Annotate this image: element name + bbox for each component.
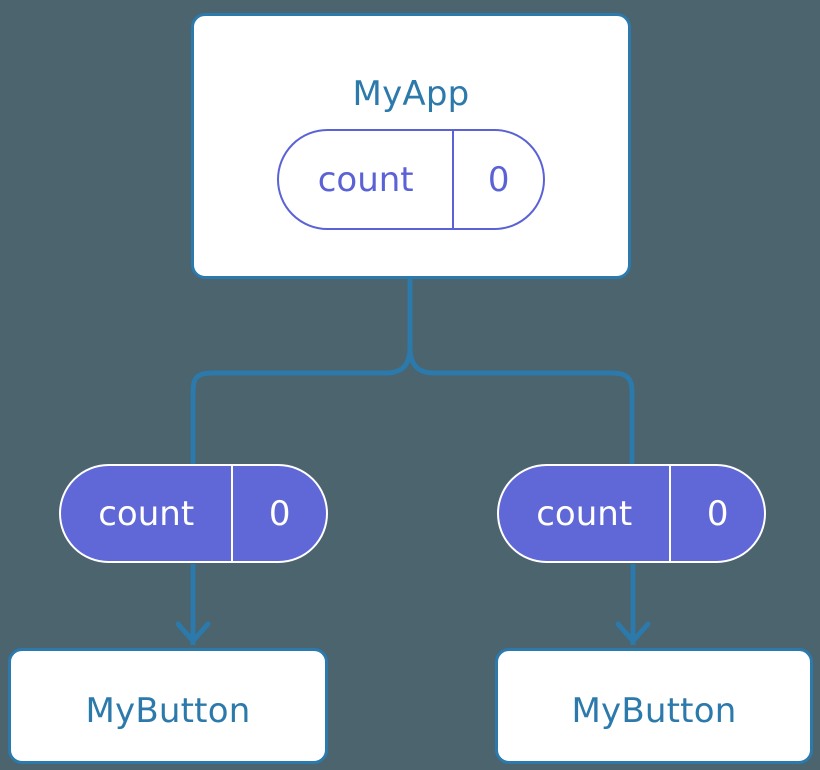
state-value-consumer-left: 0 [231, 466, 326, 561]
state-pill-consumer-right[interactable]: count 0 [497, 464, 766, 563]
arrow-left-head-icon [175, 621, 211, 644]
state-key-root: count [317, 159, 414, 200]
component-title-mybutton-left: MyButton [85, 691, 251, 731]
state-key-consumer-right: count [536, 493, 633, 534]
state-value-consumer-right: 0 [669, 466, 764, 561]
state-value-root: 0 [452, 131, 543, 228]
arrow-right-head-icon [615, 621, 651, 644]
component-box-mybutton-left[interactable]: MyButton [8, 648, 328, 764]
component-title-mybutton-right: MyButton [571, 691, 737, 731]
state-pill-consumer-left[interactable]: count 0 [59, 464, 328, 563]
component-box-mybutton-right[interactable]: MyButton [495, 648, 813, 764]
component-title-myapp: MyApp [352, 74, 470, 114]
state-key-consumer-left: count [98, 493, 195, 534]
connector-branch-right [407, 346, 635, 466]
state-pill-root[interactable]: count 0 [277, 129, 545, 230]
connector-branch-left [190, 346, 413, 466]
